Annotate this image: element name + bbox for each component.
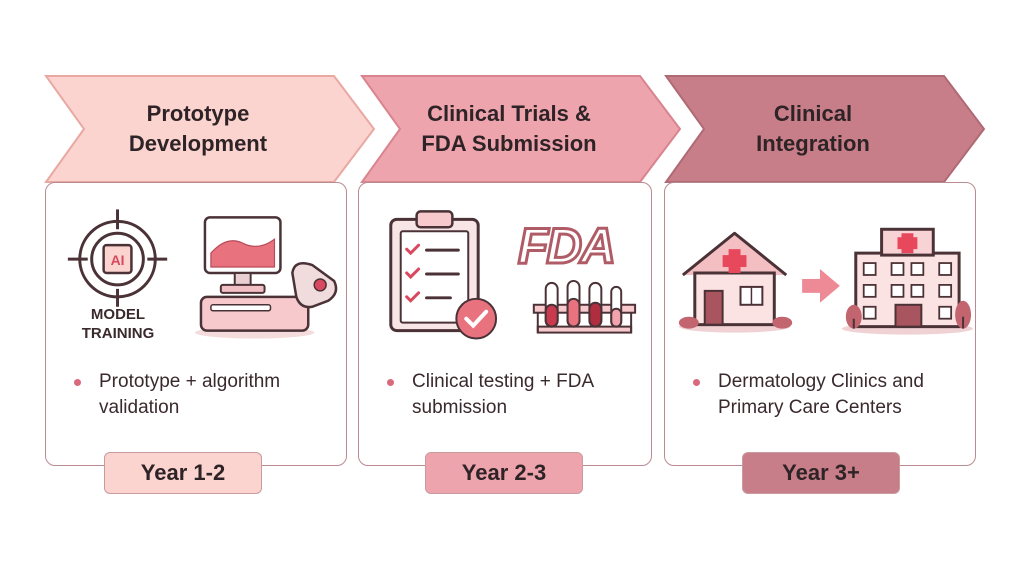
phase-1-title: Prototype Development bbox=[128, 101, 268, 156]
phase-3-bullet: Dermatology Clinics and Primary Care Cen… bbox=[693, 369, 925, 421]
scanner-device-icon bbox=[195, 216, 338, 339]
phase-3-bullet-text: Dermatology Clinics and Primary Care Cen… bbox=[718, 371, 924, 418]
phase-1-year-badge: Year 1-2 bbox=[104, 452, 262, 494]
svg-text:AI: AI bbox=[111, 252, 125, 268]
phase-2-title: Clinical Trials & FDA Submission bbox=[421, 101, 597, 156]
svg-text:FDA: FDA bbox=[518, 218, 614, 274]
phase-2-arrow: Clinical Trials & FDA Submission bbox=[360, 74, 682, 184]
clinical-integration-illustration bbox=[678, 227, 974, 335]
phase-1-card: AI MODEL TRAINING Prototype + algorithm … bbox=[45, 182, 347, 466]
clinical-trials-illustration: FDA bbox=[389, 210, 637, 340]
ai-model-training-illustration: AI bbox=[67, 209, 338, 339]
phase-3-year-badge: Year 3+ bbox=[742, 452, 900, 494]
bullet-dot-icon bbox=[387, 379, 394, 386]
phase-3-title: Clinical Integration bbox=[756, 101, 870, 156]
crosshair-target-icon bbox=[67, 209, 168, 307]
clipboard-checklist-icon bbox=[389, 210, 498, 340]
clinic-house-icon bbox=[678, 231, 793, 333]
model-training-label: MODEL TRAINING bbox=[81, 306, 155, 342]
phase-2-year-badge: Year 2-3 bbox=[425, 452, 583, 494]
bullet-dot-icon bbox=[693, 379, 700, 386]
hospital-building-icon bbox=[841, 227, 974, 335]
phase-2-card: FDA Clinical testing + FDA submission bbox=[358, 182, 652, 466]
phase-1-bullet: Prototype + algorithm validation bbox=[74, 369, 332, 421]
phase-2-bullet-text: Clinical testing + FDA submission bbox=[412, 371, 594, 418]
phase-2-bullet: Clinical testing + FDA submission bbox=[387, 369, 637, 421]
phase-1-arrow: Prototype Development bbox=[44, 74, 376, 184]
phase-1-bullet-text: Prototype + algorithm validation bbox=[99, 371, 281, 418]
fda-logo-icon: FDA bbox=[516, 217, 617, 276]
arrow-right-icon bbox=[802, 269, 840, 303]
phase-3-card: Dermatology Clinics and Primary Care Cen… bbox=[664, 182, 976, 466]
test-tubes-icon bbox=[532, 279, 637, 334]
phase-3-arrow: Clinical Integration bbox=[664, 74, 986, 184]
ai-chip-icon: AI bbox=[102, 243, 133, 275]
bullet-dot-icon bbox=[74, 379, 81, 386]
